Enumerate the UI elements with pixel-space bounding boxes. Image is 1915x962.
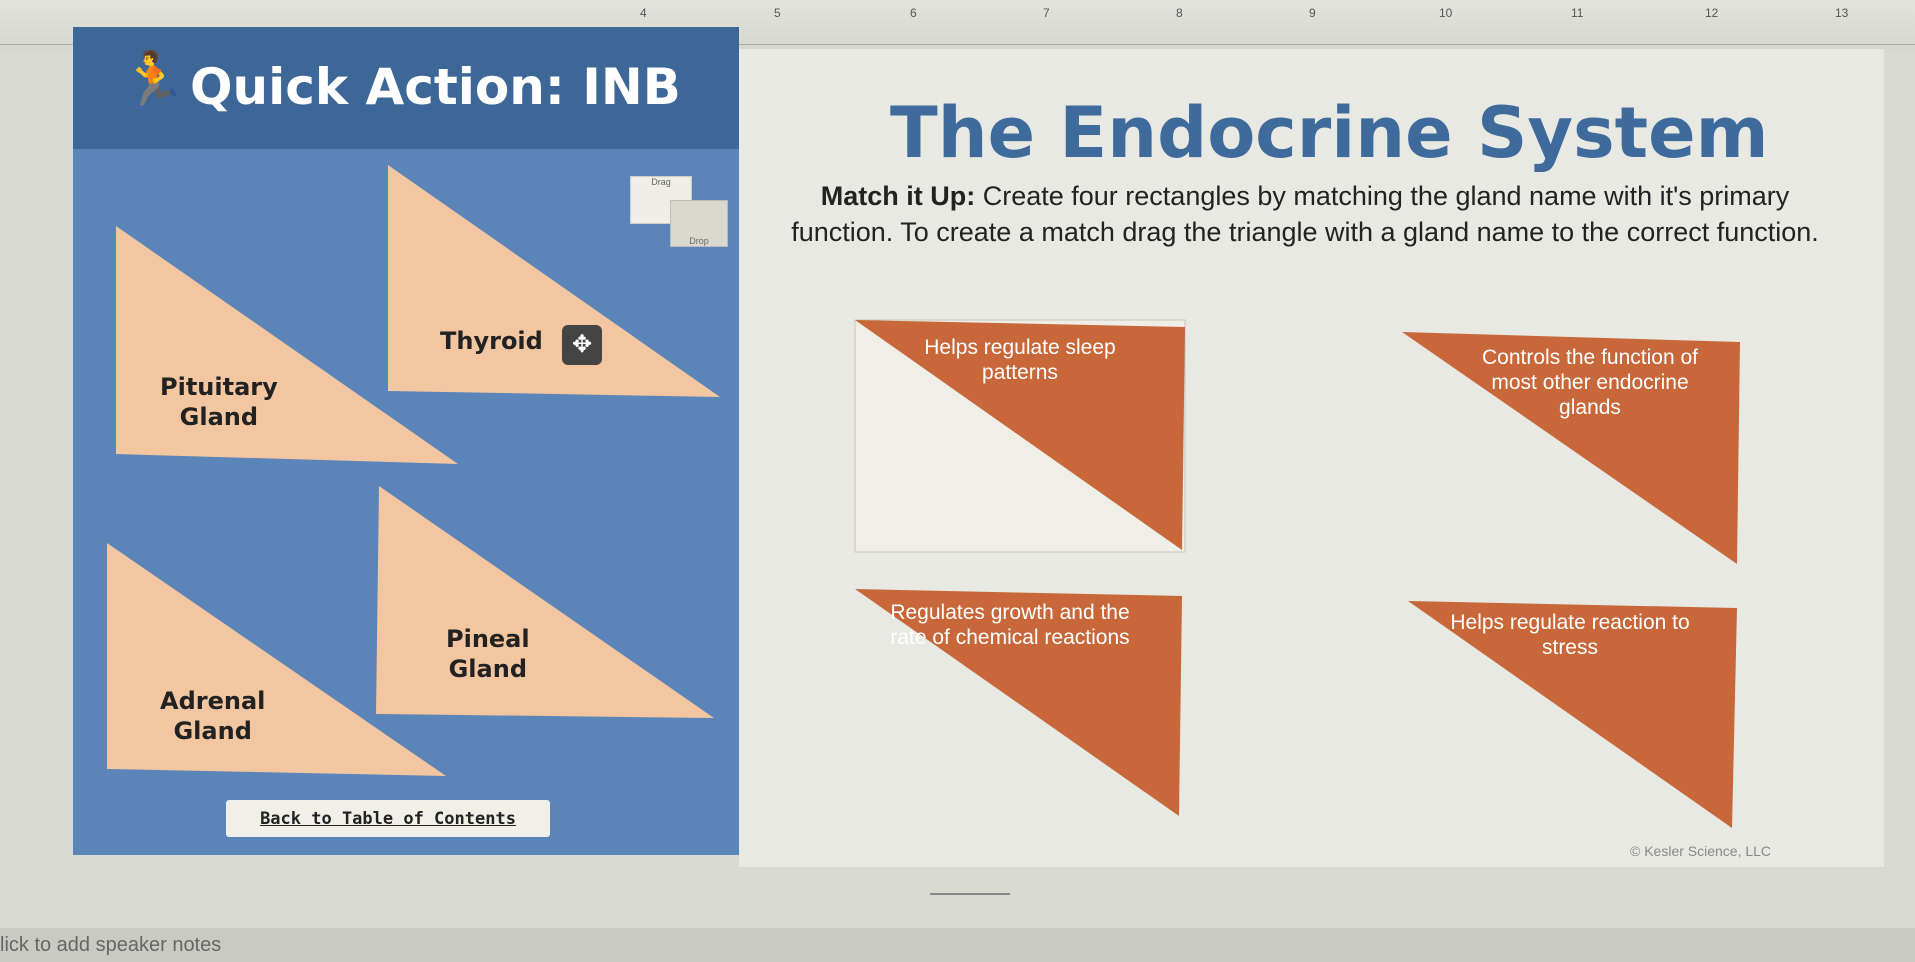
- function-triangle-2: [1402, 332, 1740, 564]
- ruler-number: 8: [1176, 6, 1183, 20]
- divider: [930, 893, 1010, 895]
- function-text-controls: Controls the function of most other endo…: [1482, 346, 1698, 419]
- gland-label-thyroid: Thyroid: [440, 327, 543, 355]
- function-triangle-4: [1408, 601, 1737, 828]
- function-triangle-1: [855, 320, 1185, 550]
- ruler-number: 11: [1571, 6, 1584, 20]
- running-person-icon: 🏃: [118, 49, 188, 112]
- gland-triangle-pineal[interactable]: [376, 486, 714, 718]
- ruler-number: 12: [1705, 6, 1719, 20]
- ruler-number: 9: [1309, 6, 1316, 20]
- ruler-number: 7: [1043, 6, 1050, 20]
- ruler-number: 13: [1835, 6, 1849, 20]
- speaker-notes-input[interactable]: lick to add speaker notes: [0, 928, 1915, 962]
- ruler-number: 10: [1439, 6, 1453, 20]
- page-title: The Endocrine System: [890, 92, 1769, 174]
- gland-triangle-thyroid[interactable]: [388, 165, 720, 397]
- function-text-stress: Helps regulate reaction to stress: [1450, 611, 1690, 659]
- copyright: © Kesler Science, LLC: [1630, 843, 1772, 859]
- panel-title: Quick Action: INB: [190, 58, 681, 116]
- function-text-growth: Regulates growth and the rate of chemica…: [890, 601, 1130, 649]
- ruler-number: 4: [640, 6, 647, 20]
- drop-icon: Drop: [670, 200, 728, 247]
- instructions: Match it Up: Create four rectangles by m…: [791, 181, 1819, 247]
- gland-triangle-adrenal[interactable]: [107, 543, 446, 776]
- gland-triangle-pituitary[interactable]: [116, 226, 458, 464]
- ruler-number: 5: [774, 6, 781, 20]
- back-to-contents-button[interactable]: Back to Table of Contents: [226, 800, 550, 837]
- function-text-sleep: Helps regulate sleep patterns: [924, 336, 1116, 384]
- function-triangle-3: [855, 589, 1182, 816]
- move-cursor-icon: ✥: [562, 325, 602, 365]
- ruler-number: 6: [910, 6, 917, 20]
- panel-header: [73, 27, 739, 149]
